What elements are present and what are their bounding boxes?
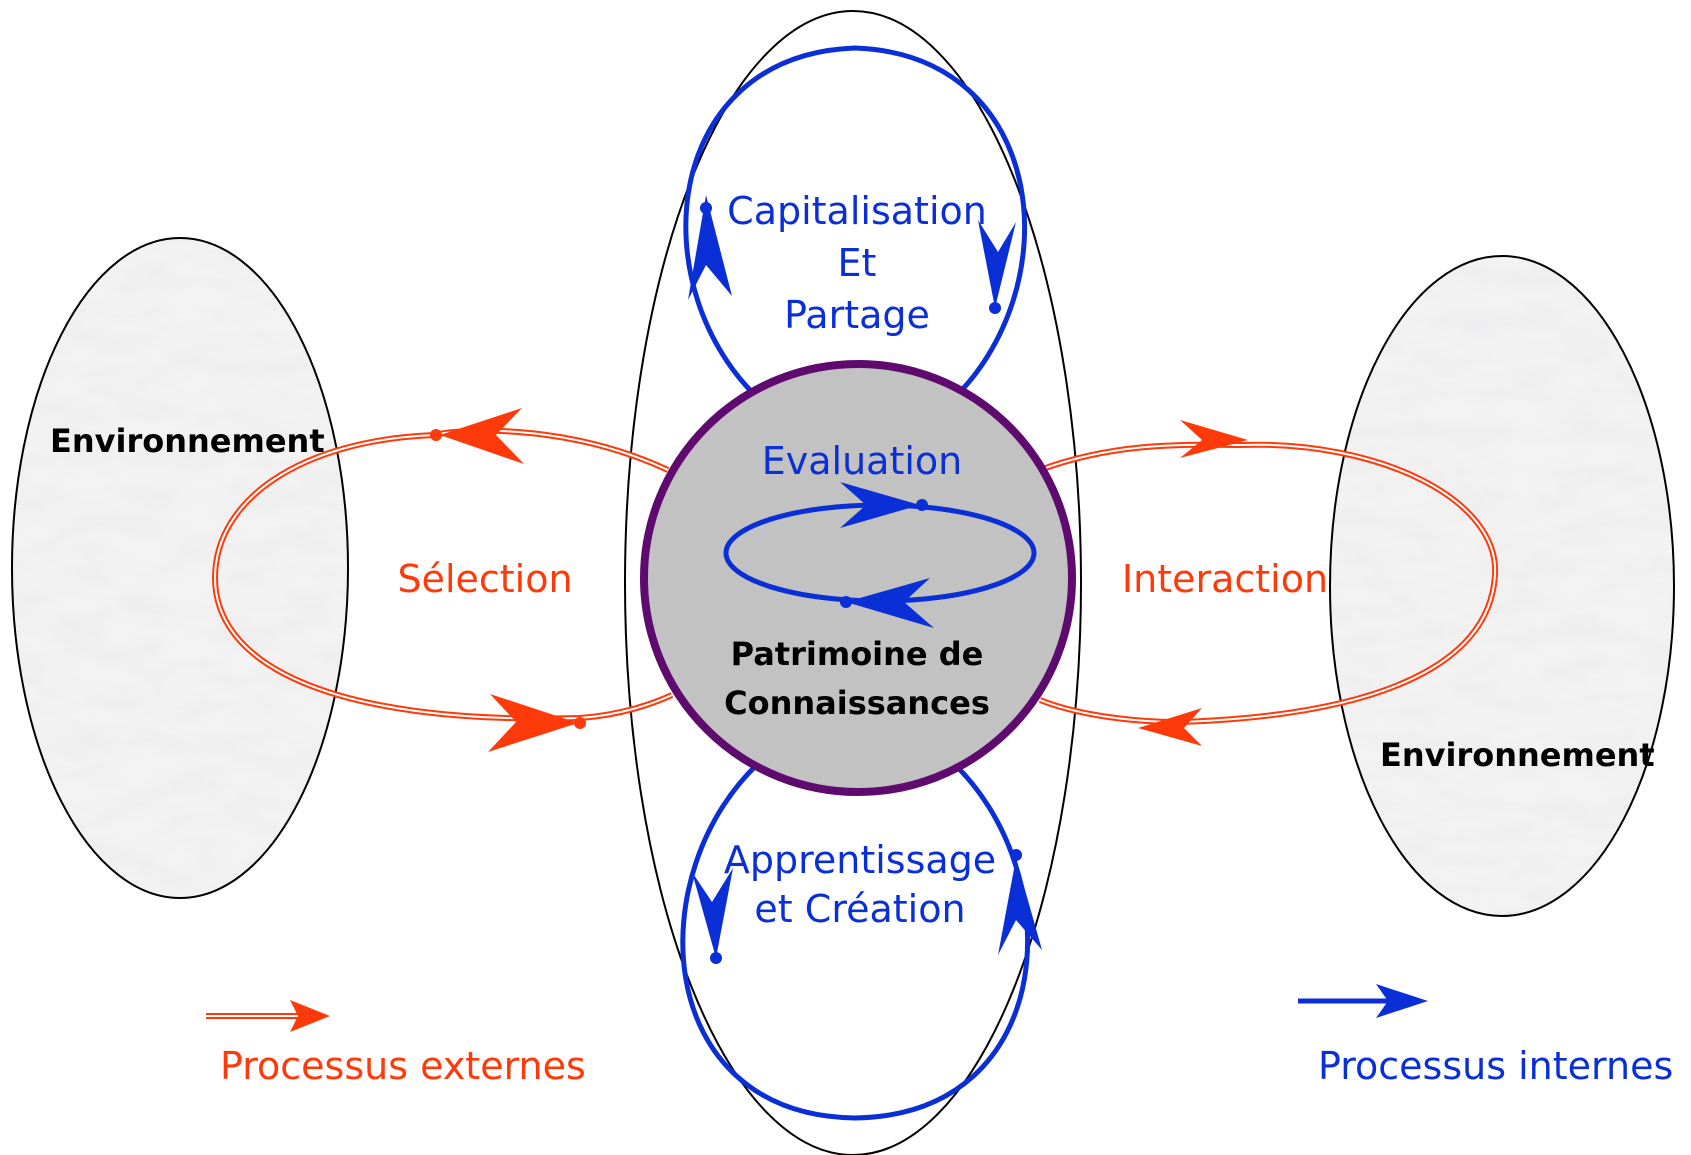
bottom-loop-label-line2: et Création xyxy=(754,887,965,931)
right-loop-arrow-top xyxy=(1180,420,1248,458)
center-ellipse xyxy=(624,10,1082,1155)
legend-internal-arrow xyxy=(1298,984,1428,1018)
top-loop-arrow-left xyxy=(688,195,732,300)
left-loop-arrow-bottom xyxy=(488,694,578,752)
bottom-loop-label-line1: Apprentissage xyxy=(724,838,996,882)
core-label-line1: Patrimoine de xyxy=(731,635,984,673)
environment-left-label: Environnement xyxy=(50,422,325,460)
environment-right xyxy=(1329,255,1675,917)
bottom-loop-arrow-right xyxy=(998,858,1042,955)
left-loop-dot-top xyxy=(430,429,442,441)
environment-right-label: Environnement xyxy=(1380,736,1655,774)
left-loop-arrow-top xyxy=(440,408,524,464)
top-loop-arc xyxy=(683,45,1028,404)
bottom-loop-dot-left xyxy=(710,952,722,964)
bottom-loop-arrow-left xyxy=(692,868,733,958)
top-loop-label-line1: Capitalisation xyxy=(727,189,987,233)
bottom-loop-dot-right xyxy=(1010,849,1022,861)
top-loop-dot-right xyxy=(989,302,1001,314)
inner-loop-dot-bottom xyxy=(840,596,852,608)
right-process-label: Interaction xyxy=(1122,557,1328,601)
legend-internal-label: Processus internes xyxy=(1318,1044,1673,1088)
inner-loop-dot-top xyxy=(916,499,928,511)
environment-left-outline xyxy=(11,237,349,899)
legend-external-label: Processus externes xyxy=(220,1044,586,1088)
top-loop-label-line2: Et xyxy=(838,241,877,285)
inner-loop-arrow-bottom xyxy=(846,578,934,628)
left-loop-dot-bottom xyxy=(574,717,586,729)
environment-right-outline xyxy=(1329,255,1675,917)
top-loop-label-line3: Partage xyxy=(784,293,930,337)
core-label-line2: Connaissances xyxy=(724,684,990,722)
top-loop-dot-left xyxy=(700,202,712,214)
left-process-label: Sélection xyxy=(397,557,572,601)
environment-left xyxy=(11,237,349,899)
top-loop-arrow-right xyxy=(978,220,1016,308)
inner-loop-label: Evaluation xyxy=(762,439,963,483)
core-circle xyxy=(640,360,1076,796)
inner-loop-arrow-top xyxy=(840,482,920,528)
legend-external-arrow xyxy=(206,1000,330,1032)
right-loop-arrow-bottom xyxy=(1138,708,1202,746)
